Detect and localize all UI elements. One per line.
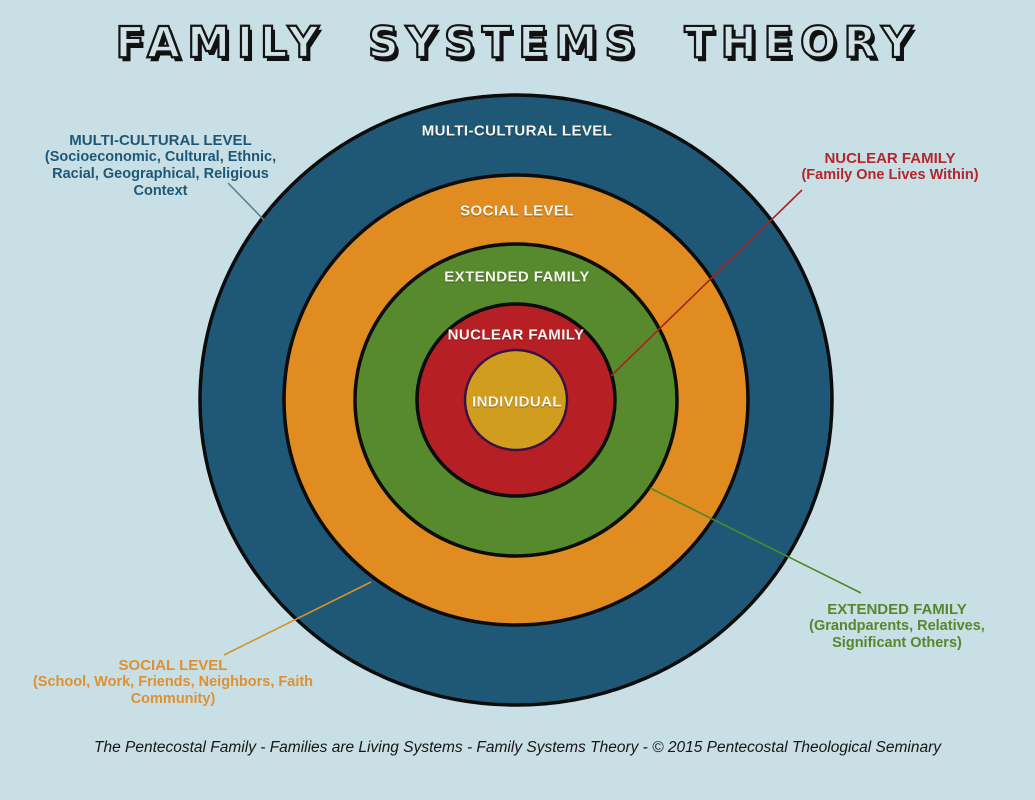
ring-label-extended: EXTENDED FAMILY: [444, 268, 590, 286]
social-leader-line: [223, 581, 372, 656]
callout-multicultural-line: Racial, Geographical, Religious: [52, 166, 269, 182]
callout-social-line: (School, Work, Friends, Neighbors, Faith: [32, 674, 314, 690]
nuclear-leader-line: [610, 189, 803, 377]
callout-multicultural-title: MULTI-CULTURAL LEVEL: [69, 132, 252, 149]
footer-caption: The Pentecostal Family - Families are Li…: [93, 739, 941, 756]
callout-nuclear: NUCLEAR FAMILY (Family One Lives Within): [755, 150, 1025, 184]
callout-extended-title: EXTENDED FAMILY: [827, 601, 967, 618]
callout-social: SOCIAL LEVEL (School, Work, Friends, Nei…: [8, 657, 338, 708]
ring-label-nuclear: NUCLEAR FAMILY: [447, 326, 585, 344]
callout-social-line: Community): [130, 691, 216, 707]
callout-multicultural-line: (Socioeconomic, Cultural, Ethnic,: [44, 149, 277, 165]
callout-extended-line: (Grandparents, Relatives,: [809, 618, 985, 634]
individual-circle: [463, 348, 569, 452]
callout-extended-line: Significant Others): [832, 635, 962, 651]
callout-nuclear-title: NUCLEAR FAMILY: [824, 150, 956, 167]
callout-multicultural: MULTI-CULTURAL LEVEL (Socioeconomic, Cul…: [18, 132, 303, 200]
page-title: FAMILY SYSTEMS THEORY: [114, 17, 920, 69]
multicultural-leader-line: [227, 182, 265, 221]
callout-nuclear-line: (Family One Lives Within): [801, 167, 979, 183]
ring-label-social: SOCIAL LEVEL: [460, 202, 574, 220]
extended-leader-line: [649, 487, 862, 594]
callout-extended: EXTENDED FAMILY (Grandparents, Relatives…: [772, 601, 1022, 652]
ring-label-multicultural: MULTI-CULTURAL LEVEL: [421, 122, 613, 140]
callout-social-title: SOCIAL LEVEL: [118, 657, 228, 674]
ring-label-individual: INDIVIDUAL: [472, 393, 562, 411]
callout-multicultural-line: Context: [133, 183, 188, 199]
